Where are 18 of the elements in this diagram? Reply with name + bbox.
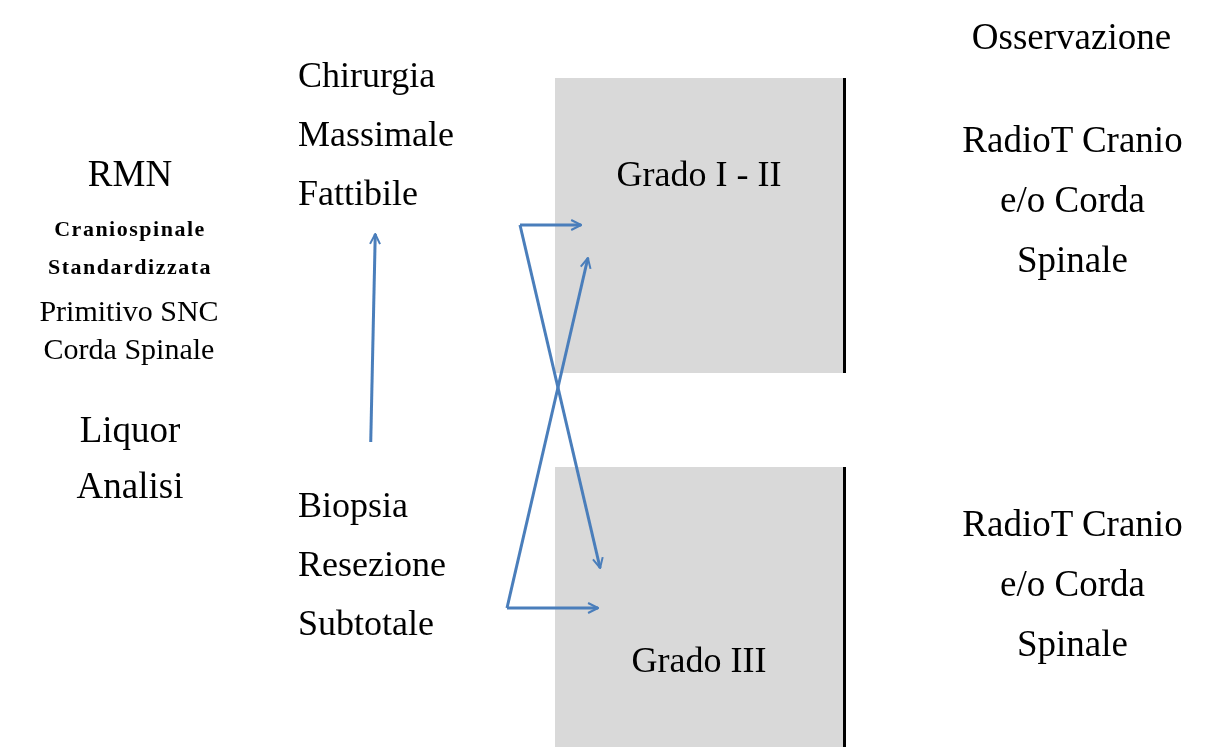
arrow [369, 233, 382, 443]
note-text: RMN [86, 152, 174, 196]
column-heading: Osservazione [970, 15, 1173, 59]
grade-box [555, 78, 846, 373]
grade-label: Grado I - II [615, 153, 783, 196]
note-text: Liquor Analisi [75, 408, 185, 508]
note-text: RadioT Cranio e/o Corda Spinale [961, 502, 1184, 666]
step-label: Chirurgia Massimale Fattibile [298, 46, 520, 234]
grade-box [555, 467, 846, 747]
grade-label: Grado III [630, 639, 768, 682]
arrow [507, 602, 600, 614]
note-text: Primitivo SNC Corda Spinale [38, 293, 220, 367]
note-text: Craniospinale Standardizzata [47, 215, 213, 281]
arrow [518, 224, 604, 569]
arrow [505, 257, 592, 609]
arrow [520, 219, 583, 231]
note-text: RadioT Cranio e/o Corda Spinale [961, 118, 1184, 282]
step-label: Biopsia Resezione Subtotale [298, 442, 507, 647]
